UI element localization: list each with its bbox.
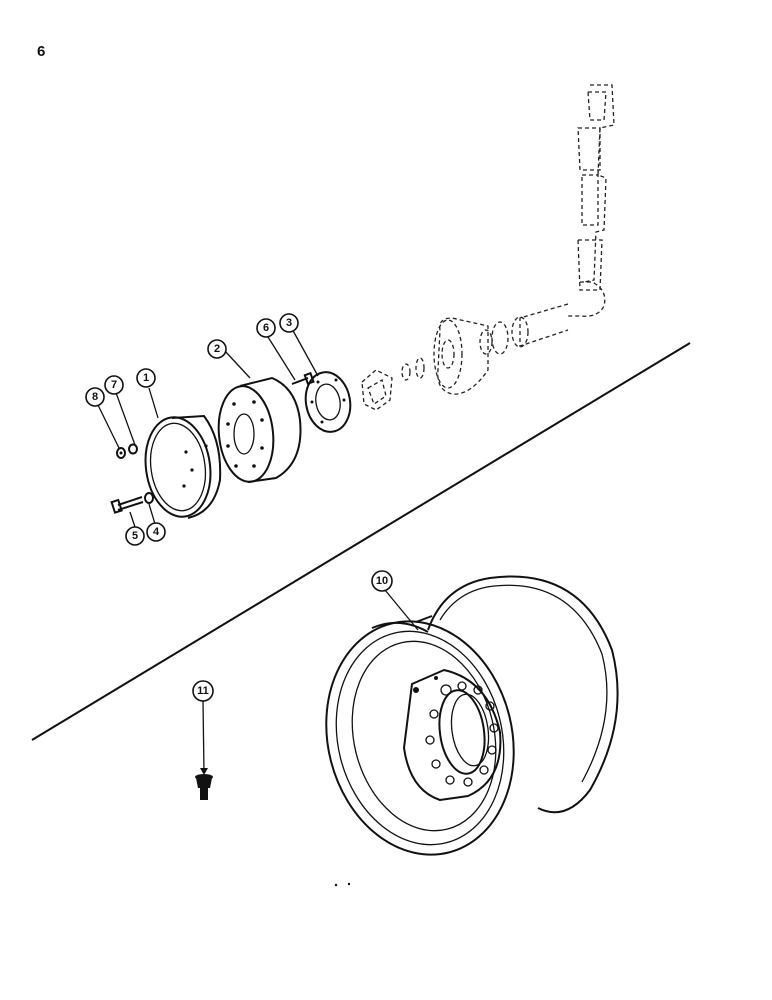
callout-2: 2 [207, 339, 227, 359]
callout-6-label: 6 [263, 322, 269, 334]
part-2-hub-adapter [217, 376, 302, 483]
separator-line [31, 342, 691, 741]
callout-8-label: 8 [92, 391, 98, 403]
callout-11-label: 11 [197, 685, 209, 697]
callout-1-label: 1 [143, 372, 149, 384]
callout-6: 6 [256, 318, 276, 338]
callout-4-label: 4 [153, 526, 160, 538]
callout-1: 1 [136, 368, 156, 388]
callout-11: 11 [192, 680, 214, 702]
callout-3-label: 3 [286, 317, 292, 329]
part-7-8-washer-nut [116, 443, 138, 459]
callout-4: 4 [146, 522, 166, 542]
part-11-valve-stem [195, 774, 213, 800]
part-4-5-bolt-nut [110, 492, 154, 514]
callout-10: 10 [371, 570, 393, 592]
callout-10-label: 10 [376, 575, 388, 587]
callout-5: 5 [125, 526, 145, 546]
part-3-spacer-ring [304, 371, 352, 433]
callout-8: 8 [85, 387, 105, 407]
callout-7: 7 [104, 375, 124, 395]
callout-3: 3 [279, 313, 299, 333]
callout-2-label: 2 [214, 343, 220, 355]
page-number: 6 [37, 43, 46, 60]
stray-dot [347, 882, 351, 886]
phantom-axle-assembly [361, 84, 615, 411]
part-6-bolt [291, 371, 315, 386]
leader-lines [97, 326, 419, 775]
stray-dot [334, 883, 338, 887]
part-1-rim [144, 414, 222, 519]
callout-7-label: 7 [111, 379, 117, 391]
part-10-wheel [325, 575, 619, 856]
callout-5-label: 5 [132, 530, 138, 542]
